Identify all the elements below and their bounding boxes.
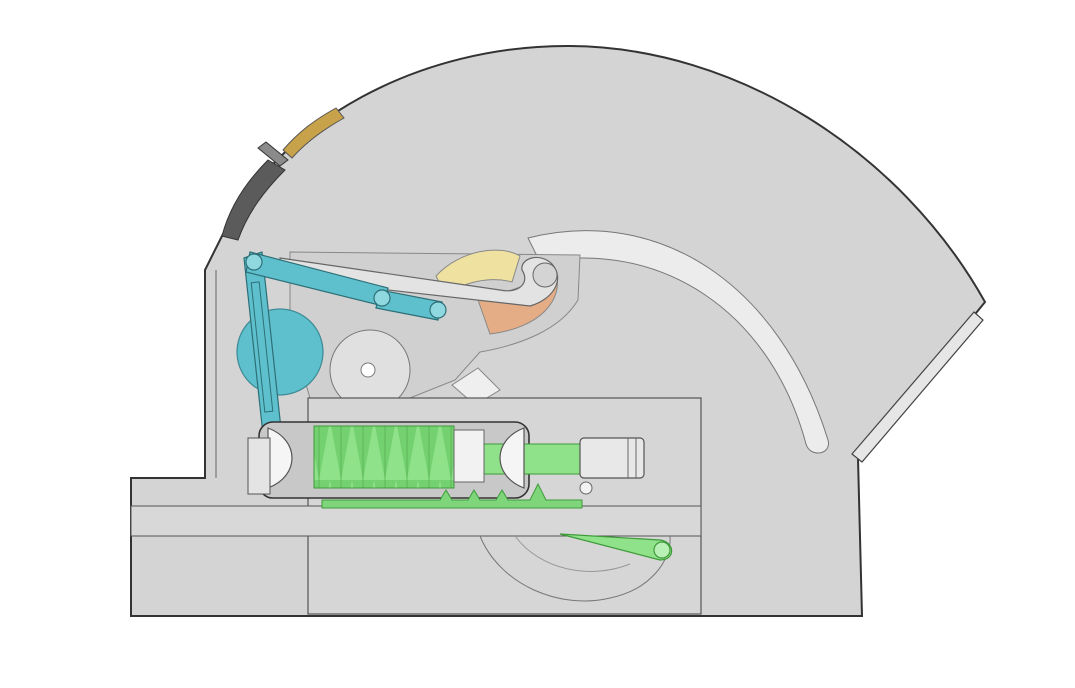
green-lever-pin: [653, 541, 671, 559]
top-cap-dark: [221, 159, 286, 241]
blue-cam-disc: [236, 308, 324, 396]
rack-pin: [579, 481, 593, 495]
left-support-block: [247, 437, 271, 495]
worm-spacer: [453, 429, 485, 483]
top-cap: [282, 107, 345, 159]
right-guide-plate: [851, 311, 984, 463]
link-pin-top: [245, 253, 263, 271]
worm-screw: [313, 425, 455, 489]
link-pin-mid: [373, 289, 391, 307]
worm-left-cap: [267, 427, 293, 489]
hook-pivot: [532, 262, 558, 288]
shaft-bushing: [579, 437, 645, 479]
link-pin-right: [429, 301, 447, 319]
gear-hub-pin: [360, 362, 376, 378]
lower-disc-cutout: [479, 535, 671, 602]
worm-right-cap: [499, 427, 525, 489]
lower-disc-inner: [514, 535, 631, 572]
hook-lever: [279, 256, 559, 307]
vertical-link-slot: [250, 281, 274, 413]
toothed-rack: [321, 482, 583, 509]
top-cap-tab: [257, 141, 289, 167]
arc-guide-slot: [527, 230, 829, 454]
base-rail: [130, 505, 702, 537]
green-lever: [559, 533, 673, 561]
